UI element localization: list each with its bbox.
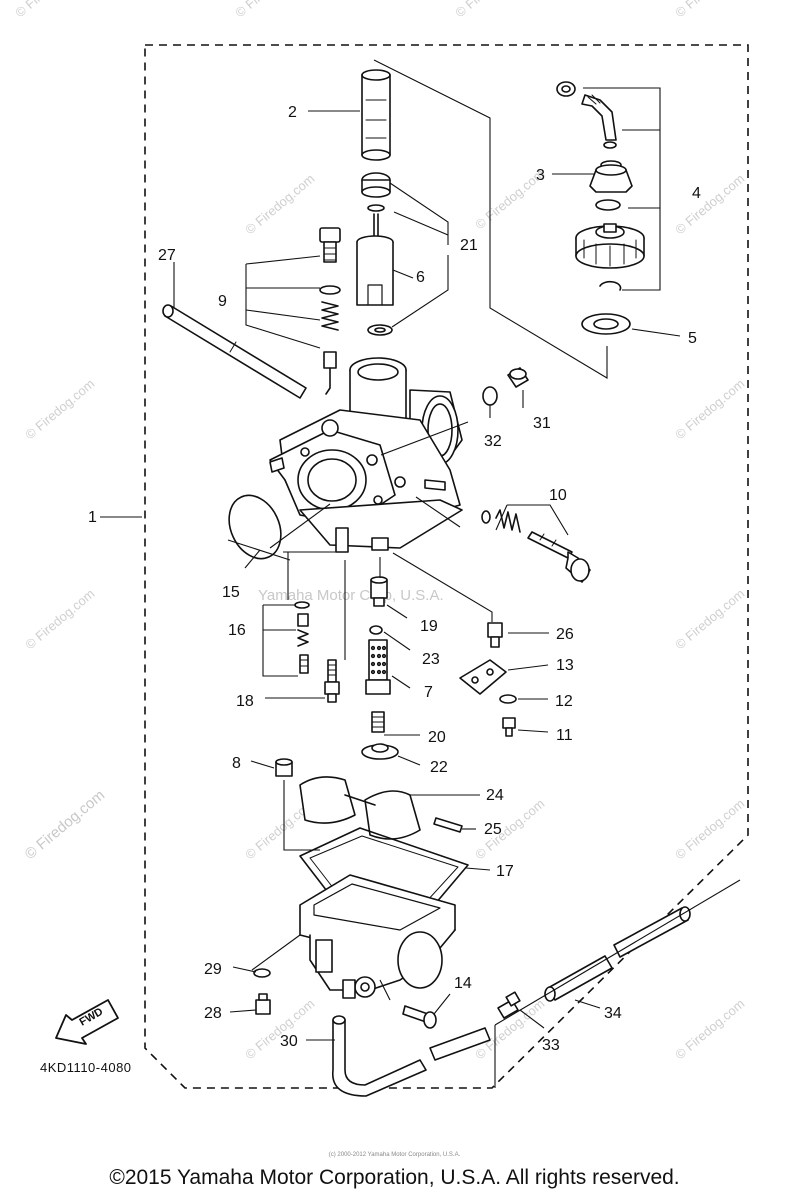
watermark: © Firedog.com: [672, 796, 747, 862]
watermark: © Firedog.com: [672, 376, 747, 442]
watermark: © Firedog.com: [452, 0, 527, 20]
callout-19: 19: [420, 618, 438, 635]
callout-32: 32: [484, 433, 502, 450]
callout-10: 10: [549, 487, 567, 504]
fine-print: (c) 2000-2012 Yamaha Motor Corporation, …: [328, 1152, 461, 1158]
callout-18: 18: [236, 693, 254, 710]
assembly-boundary: [144, 44, 749, 1089]
watermark: © Firedog.com: [672, 586, 747, 652]
callout-2: 2: [288, 104, 297, 121]
part-vent-hose: [162, 304, 307, 399]
callout-17: 17: [496, 863, 514, 880]
callout-21: 21: [460, 237, 478, 254]
part-washer: [595, 199, 621, 211]
part-throttle-valve: [356, 235, 394, 336]
part-pilot-jet-18: [324, 659, 340, 703]
part-plug-28: [255, 993, 271, 1015]
part-pilot-screw-set: [319, 227, 341, 395]
watermark: © Firedog.com: [672, 171, 747, 237]
callout-20: 20: [428, 729, 446, 746]
callout-26: 26: [556, 626, 574, 643]
part-carburetor-body: [269, 357, 463, 553]
watermark-center: Yamaha Motor Corp, U.S.A.: [258, 587, 444, 604]
callout-28: 28: [204, 1005, 222, 1022]
part-clip: [599, 280, 622, 291]
callout-31: 31: [533, 415, 551, 432]
watermark: © Firedog.com: [22, 586, 97, 652]
part-float-24: [299, 776, 421, 840]
part-washer-22: [361, 743, 399, 760]
part-float-pin-25: [433, 817, 463, 833]
watermark: © Firedog.com: [232, 0, 307, 20]
callout-33: 33: [542, 1037, 560, 1054]
part-needle-jet-7: [365, 639, 391, 695]
callout-4: 4: [692, 185, 701, 202]
part-plate-13: [459, 659, 507, 695]
part-starter-knob: [575, 223, 645, 269]
callout-5: 5: [688, 330, 697, 347]
part-throttle-cap: [361, 172, 391, 241]
part-float-bowl: [299, 874, 456, 999]
part-screw-11: [502, 717, 516, 737]
part-gasket-5: [581, 313, 631, 335]
part-drain-screw-14: [402, 1005, 437, 1029]
watermark: © Firedog.com: [242, 996, 317, 1062]
part-washer-29: [253, 968, 271, 978]
callout-13: 13: [556, 657, 574, 674]
callout-22: 22: [430, 759, 448, 776]
callout-25: 25: [484, 821, 502, 838]
watermark: © Firedog.com: [12, 0, 87, 20]
callout-23: 23: [422, 651, 440, 668]
fwd-arrow-icon: [55, 999, 119, 1045]
callout-27: 27: [158, 247, 176, 264]
leader-lines: [100, 59, 741, 1088]
callout-16: 16: [228, 622, 246, 639]
watermark: © Firedog.com: [22, 787, 108, 863]
part-screw-8: [275, 758, 293, 777]
part-starter-cap: [589, 160, 633, 193]
watermark: © Firedog.com: [242, 171, 317, 237]
part-oring-23: [369, 625, 383, 635]
part-pilot-jet-16: [294, 601, 310, 674]
part-gasket-17: [299, 827, 469, 911]
callout-12: 12: [555, 693, 573, 710]
callout-6: 6: [416, 269, 425, 286]
copyright-notice: ©2015 Yamaha Motor Corporation, U.S.A. A…: [109, 1166, 680, 1189]
callout-1: 1: [88, 509, 97, 526]
callout-11: 11: [556, 727, 573, 744]
callout-9: 9: [218, 293, 227, 310]
watermark: © Firedog.com: [22, 376, 97, 442]
part-starter-plunger-set: [556, 81, 617, 149]
callout-7: 7: [424, 684, 433, 701]
callout-14: 14: [454, 975, 472, 992]
part-drain-tube-30: [332, 1015, 427, 1097]
callout-8: 8: [232, 755, 241, 772]
callouts: 2 3 4 5 6 7 8 9 10 11 12 13 14 15 16 17 …: [88, 104, 701, 1054]
drawing-code: 4KD1110-4080: [40, 1060, 132, 1075]
part-fitting-33: [497, 991, 521, 1019]
part-washer-12: [499, 694, 517, 704]
part-gasket-15: [228, 494, 282, 560]
watermark: © Firedog.com: [672, 0, 747, 20]
callout-15: 15: [222, 584, 240, 601]
part-throttle-stop-screw: [481, 509, 591, 583]
part-needle-jet-19: [370, 576, 388, 607]
part-oring-32: [482, 386, 498, 406]
part-fitting-26: [487, 622, 503, 648]
watermark: © Firedog.com: [672, 996, 747, 1062]
part-screw-31: [507, 367, 529, 388]
part-main-jet-20: [371, 711, 385, 733]
callout-24: 24: [486, 787, 504, 804]
callout-3: 3: [536, 167, 545, 184]
callout-34: 34: [604, 1005, 622, 1022]
callout-29: 29: [204, 961, 222, 978]
part-cable-sleeve: [361, 69, 391, 161]
callout-30: 30: [280, 1033, 298, 1050]
